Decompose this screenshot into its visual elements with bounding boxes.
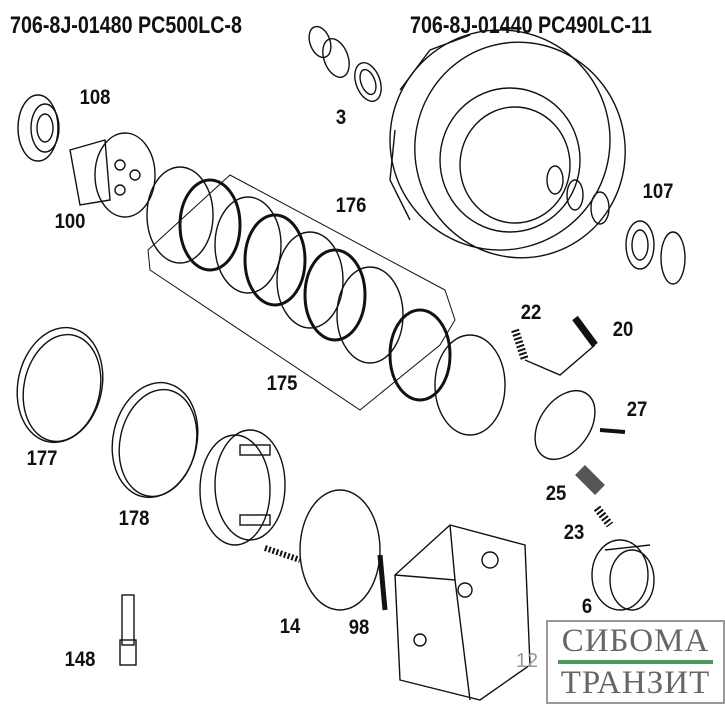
watermark-line-1: СИБОМА — [561, 623, 710, 659]
callout-20: 20 — [612, 318, 634, 341]
right-model-title: 706-8J-01440 PC490LC-11 — [410, 12, 652, 39]
valve-block-part — [394, 524, 531, 701]
friction-plates-part — [146, 166, 506, 436]
callout-3: 3 — [335, 106, 347, 129]
piston-part — [199, 429, 286, 546]
callout-176: 176 — [335, 194, 367, 217]
watermark-logo: СИБОМА ТРАНЗИТ — [546, 620, 725, 704]
callout-177: 177 — [26, 447, 58, 470]
callout-12: 12 — [515, 650, 539, 672]
plug-148-part — [119, 594, 137, 666]
callout-14: 14 — [279, 615, 301, 638]
shaft-100-part — [69, 132, 156, 218]
watermark-divider — [558, 660, 713, 664]
callout-107: 107 — [642, 180, 674, 203]
callout-6: 6 — [581, 595, 593, 618]
callout-22: 22 — [520, 301, 542, 324]
callout-25: 25 — [545, 482, 567, 505]
watermark-line-2: ТРАНЗИТ — [560, 665, 711, 701]
o-ring-part — [16, 326, 199, 499]
left-model-title: 706-8J-01480 PC500LC-8 — [10, 12, 242, 39]
callout-27: 27 — [626, 398, 648, 421]
valve-plate-part — [511, 315, 626, 528]
callout-98: 98 — [348, 616, 370, 639]
snap-ring-part — [308, 25, 382, 102]
cylinder-block-part — [591, 539, 655, 611]
callout-178: 178 — [118, 507, 150, 530]
bearing-108-part — [17, 94, 60, 162]
spring-14-part — [264, 489, 388, 611]
housing-part — [389, 29, 626, 259]
bearing-107-part — [546, 165, 686, 285]
callout-100: 100 — [54, 210, 86, 233]
callout-23: 23 — [563, 521, 585, 544]
callout-175: 175 — [266, 372, 298, 395]
callout-108: 108 — [79, 86, 111, 109]
callout-148: 148 — [64, 648, 96, 671]
